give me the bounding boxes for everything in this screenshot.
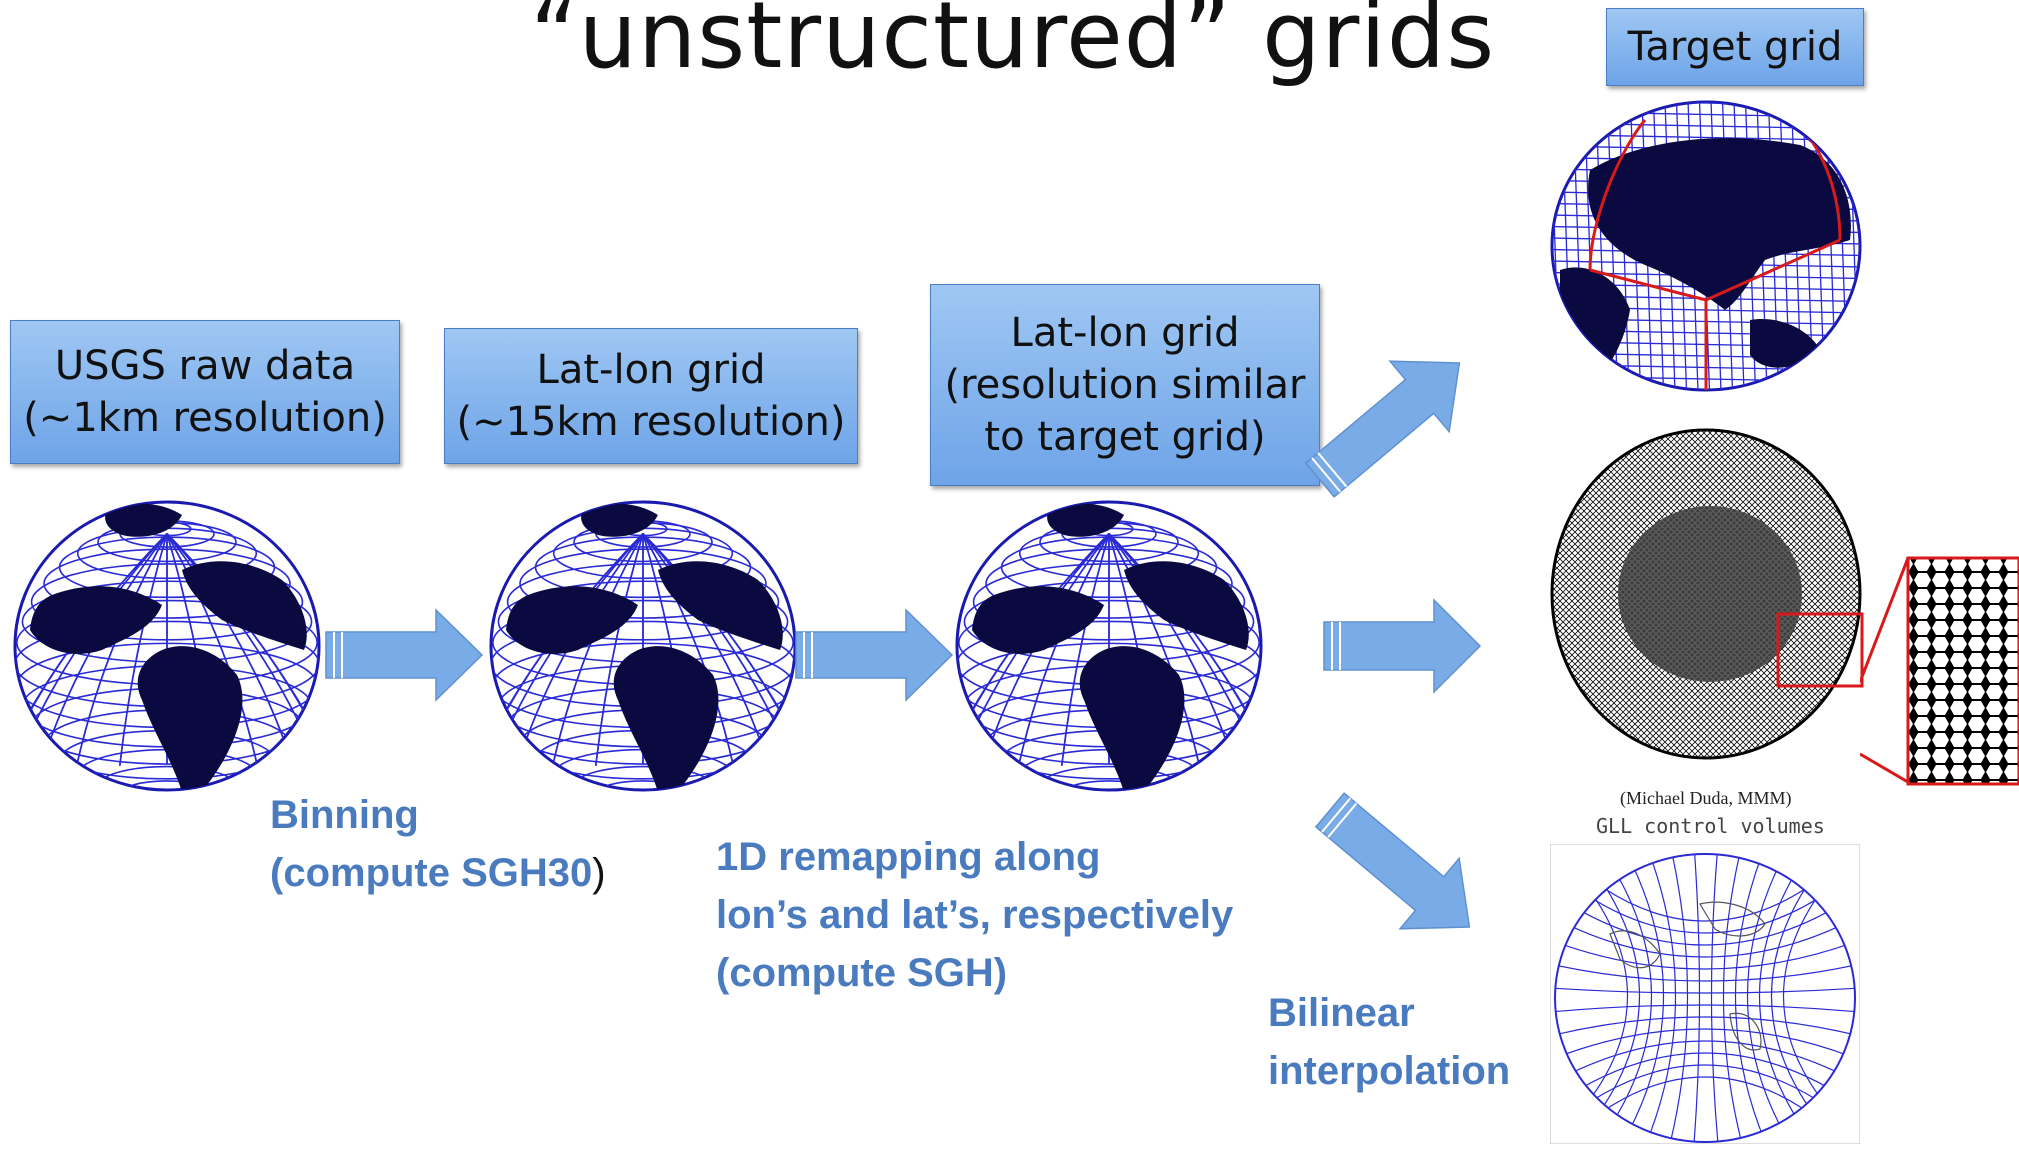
credit-michael-duda: (Michael Duda, MMM) [1620, 788, 1792, 808]
usgs-box-line2: (~1km resolution) [23, 395, 387, 441]
caption-binning-line2: (compute SGH30) [270, 844, 606, 902]
arrow-right-icon [1323, 598, 1482, 694]
arrow-diagonal-icon [1304, 360, 1461, 498]
arrow-right-icon [795, 608, 954, 702]
caption-remapping: 1D remapping along lon’s and lat’s, resp… [716, 828, 1233, 1002]
usgs-box-line1: USGS raw data [54, 343, 356, 389]
latlon-15km-box: Lat-lon grid (~15km resolution) [444, 328, 858, 464]
globe-latlon-icon [13, 500, 321, 792]
latlon-target-box-line3: to target grid) [984, 414, 1266, 460]
gll-sphere-icon [1550, 844, 1860, 1144]
target-grid-box: Target grid [1606, 8, 1864, 86]
globe-latlon-icon [489, 500, 797, 792]
credit-gll-control-volumes: GLL control volumes [1596, 814, 1825, 838]
voronoi-mesh-icon [1550, 428, 1864, 760]
latlon15-box-line2: (~15km resolution) [456, 399, 846, 445]
caption-remap-line1: 1D remapping along [716, 835, 1101, 879]
target-grid-label: Target grid [1627, 24, 1843, 70]
caption-bilinear: Bilinear interpolation [1268, 984, 1510, 1100]
caption-binning: Binning (compute SGH30) [270, 786, 606, 902]
caption-binning-line2-text: (compute SGH30 [270, 851, 593, 895]
caption-binning-line1: Binning [270, 793, 419, 837]
caption-bilinear-line2: interpolation [1268, 1049, 1511, 1093]
caption-remap-line3: (compute SGH) [716, 951, 1008, 995]
globe-latlon-icon [955, 500, 1263, 792]
arrow-diagonal-icon [1314, 792, 1471, 930]
usgs-raw-data-box: USGS raw data (~1km resolution) [10, 320, 400, 464]
caption-remap-line2: lon’s and lat’s, respectively [716, 893, 1234, 937]
latlon-target-box-line2: (resolution similar [944, 362, 1306, 408]
arrow-right-icon [325, 608, 484, 702]
slide-title: “unstructured” grids [530, 0, 1496, 89]
latlon-target-res-box: Lat-lon grid (resolution similar to targ… [930, 284, 1320, 486]
voronoi-zoom-inset [1860, 556, 2019, 786]
caption-binning-line2-tail: ) [592, 851, 606, 895]
latlon15-box-line1: Lat-lon grid [536, 347, 766, 393]
caption-bilinear-line1: Bilinear [1268, 991, 1415, 1035]
latlon-target-box-line1: Lat-lon grid [1010, 310, 1240, 356]
cubed-sphere-icon [1550, 100, 1862, 392]
